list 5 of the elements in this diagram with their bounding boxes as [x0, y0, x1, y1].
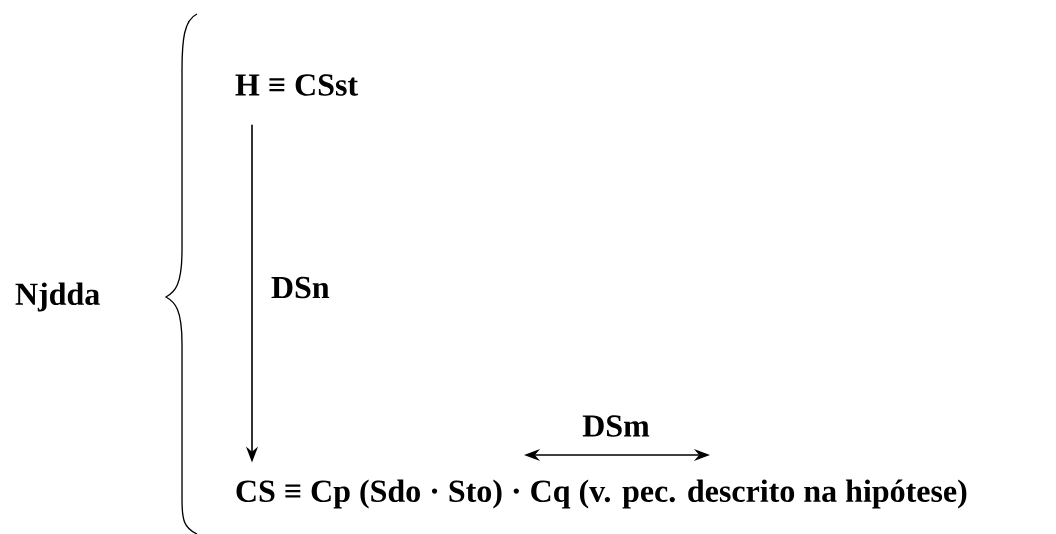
formula-text: H ≡ CSst: [235, 74, 358, 96]
edge-label: DSn: [271, 276, 330, 299]
brace-label: Njdda: [15, 282, 100, 312]
formula-text: CS ≡ Cp (Sdo · Sto) · Cq (v. pec. descrito na hipótese): [236, 479, 967, 509]
direction-label: DSm: [582, 415, 650, 437]
